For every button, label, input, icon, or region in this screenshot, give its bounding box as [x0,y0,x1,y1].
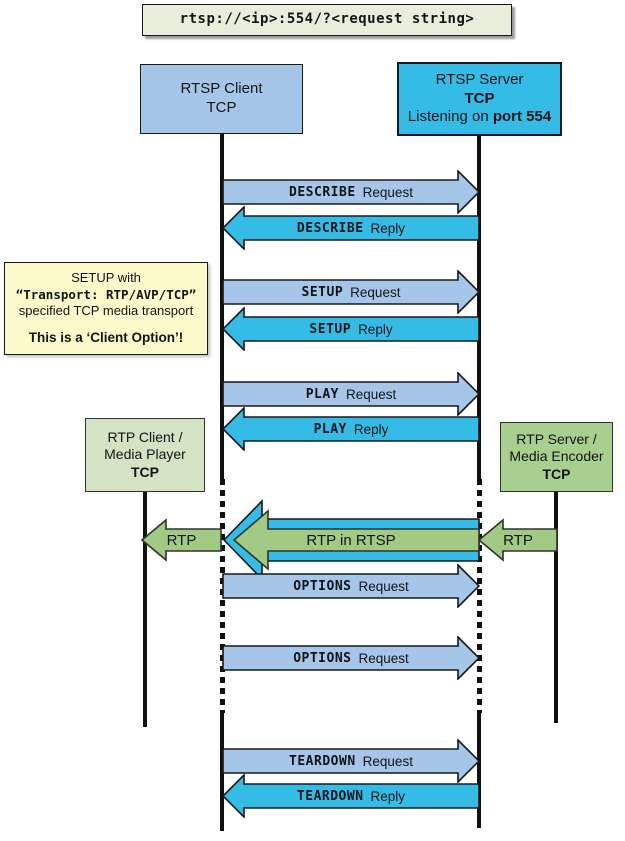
note-line-3: specified TCP media transport [18,303,194,319]
note-client-option: This is a ‘Client Option’! [28,330,184,346]
rtp-server-protocol: TCP [542,465,571,482]
right-arrow-shape [222,636,480,680]
rtp-client-role: Media Player [104,446,186,463]
rtsp-server-protocol: TCP [464,89,495,107]
left-arrow-shape [222,407,480,451]
rtp-server-title: RTP Server / [516,430,597,447]
rtp-client-box: RTP Client / Media Player TCP [85,418,205,492]
rtsp-client-box: RTSP Client TCP [140,64,303,134]
rtsp-server-lifeline-dashed [477,479,482,713]
rtsp-server-listen-line: Listening on port 554 [408,108,551,127]
rtp-client-lifeline [143,492,147,727]
rtsp-server-lifeline-solid-bottom [477,713,481,828]
left-arrow-shape [222,774,480,818]
rtsp-url-text: rtsp://<ip>:554/?<request string> [179,11,475,28]
right-arrow-shape [222,372,480,416]
left-arrow-shape [222,307,480,351]
note-transport-header: “Transport: RTP/AVP/TCP” [15,287,197,303]
rtsp-client-title: RTSP Client [180,80,263,98]
rtp-client-protocol: TCP [131,463,159,480]
rtsp-url-banner: rtsp://<ip>:554/?<request string> [142,4,512,36]
right-arrow-shape [222,170,480,214]
rtp-server-box: RTP Server / Media Encoder TCP [500,422,613,492]
rtsp-client-lifeline-solid-bottom [220,713,224,831]
rtp-right-arrow: RTP [478,518,558,562]
rtsp-client-protocol: TCP [206,99,237,116]
setup-note-box: SETUP with “Transport: RTP/AVP/TCP” spec… [4,262,208,355]
left-arrow-shape [222,206,480,250]
right-arrow-shape [222,564,480,608]
rtp-server-role: Media Encoder [509,448,604,465]
rtsp-client-lifeline-solid-top [220,134,224,479]
rtsp-server-lifeline-solid-top [477,136,481,479]
rtp-left-arrow: RTP [141,518,222,562]
right-arrow-shape [222,739,480,783]
rtp-client-title: RTP Client / [107,428,183,445]
rtp-inner-arrow-shape [232,509,480,571]
left-arrow-shape [478,518,558,562]
listening-port: port 554 [492,108,552,126]
rtsp-server-title: RTSP Server [435,70,524,88]
rtp-server-lifeline [554,489,558,723]
right-arrow-shape [222,270,480,314]
left-arrow-shape [141,518,222,562]
listening-prefix: Listening on [407,108,493,126]
rtsp-server-box: RTSP Server TCP Listening on port 554 [397,62,562,136]
note-line-1: SETUP with [71,270,141,286]
